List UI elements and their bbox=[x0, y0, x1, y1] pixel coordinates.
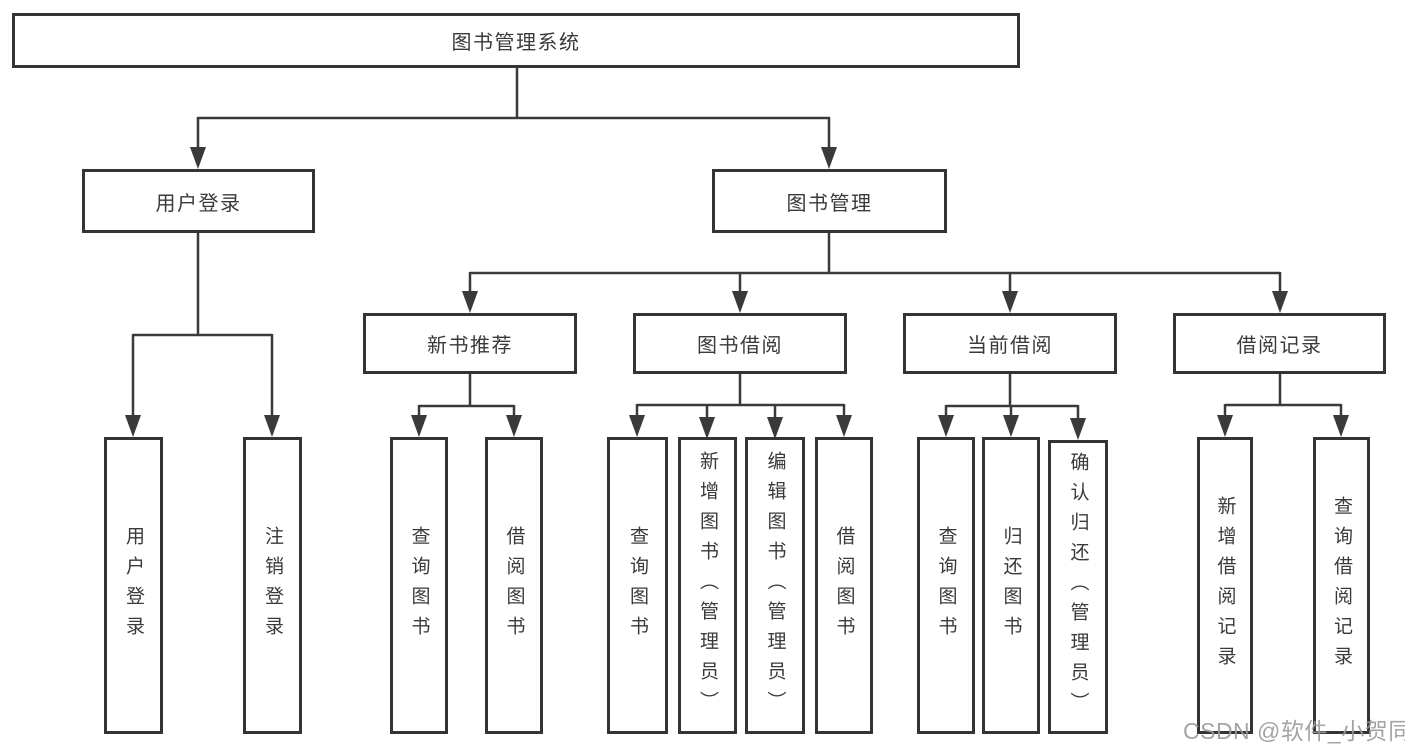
leaf-query-books-recommend: 查询图书 bbox=[390, 437, 448, 734]
arrowhead bbox=[732, 291, 748, 313]
node-new-book-recommendation: 新书推荐 bbox=[363, 313, 577, 374]
node-current-borrowing: 当前借阅 bbox=[903, 313, 1117, 374]
node-label: 借阅记录 bbox=[1236, 335, 1323, 357]
node-label: 借阅图书 bbox=[833, 525, 855, 646]
node-label: 归还图书 bbox=[1000, 525, 1022, 646]
leaf-borrow-books-recommend: 借阅图书 bbox=[485, 437, 543, 734]
node-label: 查询图书 bbox=[627, 525, 648, 646]
node-borrowing-records: 借阅记录 bbox=[1173, 313, 1386, 374]
leaf-borrow-books: 借阅图书 bbox=[815, 437, 873, 734]
arrowhead bbox=[1272, 291, 1288, 313]
arrowhead bbox=[264, 415, 280, 437]
connector-book-borrow-split bbox=[629, 374, 852, 439]
connector-user-login-split bbox=[125, 233, 280, 437]
node-label: 图书借阅 bbox=[697, 335, 783, 357]
connector-root-split bbox=[190, 68, 837, 169]
arrowhead bbox=[699, 417, 715, 439]
node-label: 注销登录 bbox=[262, 525, 283, 646]
node-label: 确认归还（管理员） bbox=[1067, 452, 1089, 722]
arrowhead bbox=[938, 415, 954, 437]
node-label: 查询借阅记录 bbox=[1331, 495, 1352, 676]
node-book-management: 图书管理 bbox=[712, 169, 947, 233]
leaf-edit-book-admin: 编辑图书（管理员） bbox=[745, 437, 805, 734]
node-book-borrowing: 图书借阅 bbox=[633, 313, 847, 374]
leaf-return-books: 归还图书 bbox=[982, 437, 1040, 734]
node-label: 当前借阅 bbox=[967, 335, 1053, 357]
node-label: 图书管理系统 bbox=[451, 32, 581, 54]
node-root: 图书管理系统 bbox=[12, 13, 1020, 68]
arrowhead bbox=[1003, 415, 1019, 437]
leaf-query-borrow-record: 查询借阅记录 bbox=[1313, 437, 1370, 734]
arrowhead bbox=[125, 415, 141, 437]
node-label: 图书管理 bbox=[786, 192, 873, 215]
node-label: 查询图书 bbox=[935, 525, 957, 646]
arrowhead bbox=[767, 417, 783, 439]
arrowhead bbox=[190, 147, 206, 169]
leaf-query-books-current: 查询图书 bbox=[917, 437, 975, 734]
arrowhead bbox=[1333, 415, 1349, 437]
node-label: 查询图书 bbox=[408, 525, 430, 646]
node-label: 用户登录 bbox=[123, 525, 144, 646]
node-label: 新增借阅记录 bbox=[1214, 495, 1236, 676]
arrowhead bbox=[1217, 415, 1233, 437]
watermark: CSDN @软件_小贺同学 bbox=[1183, 718, 1405, 744]
arrowhead bbox=[411, 415, 427, 437]
arrowhead bbox=[462, 291, 478, 313]
leaf-confirm-return-admin: 确认归还（管理员） bbox=[1048, 440, 1108, 734]
leaf-query-books-borrow: 查询图书 bbox=[607, 437, 668, 734]
leaf-add-book-admin: 新增图书（管理员） bbox=[678, 437, 737, 734]
leaf-user-login: 用户登录 bbox=[104, 437, 163, 734]
arrowhead bbox=[821, 147, 837, 169]
connector-book-management-split bbox=[462, 233, 1288, 313]
connector-borrow-record-split bbox=[1217, 374, 1349, 437]
leaf-logout: 注销登录 bbox=[243, 437, 302, 734]
node-label: 借阅图书 bbox=[503, 525, 525, 646]
node-label: 新书推荐 bbox=[427, 335, 513, 357]
arrowhead bbox=[836, 415, 852, 437]
arrowhead bbox=[1002, 291, 1018, 313]
arrowhead bbox=[629, 415, 645, 437]
leaf-add-borrow-record: 新增借阅记录 bbox=[1197, 437, 1253, 734]
node-label: 新增图书（管理员） bbox=[697, 450, 718, 721]
arrowhead bbox=[1070, 418, 1086, 440]
node-user-login: 用户登录 bbox=[82, 169, 315, 233]
arrowhead bbox=[506, 415, 522, 437]
connector-current-borrow-split bbox=[938, 374, 1086, 440]
connector-new-book-split bbox=[411, 374, 522, 437]
node-label: 编辑图书（管理员） bbox=[764, 450, 786, 721]
node-label: 用户登录 bbox=[155, 192, 242, 215]
